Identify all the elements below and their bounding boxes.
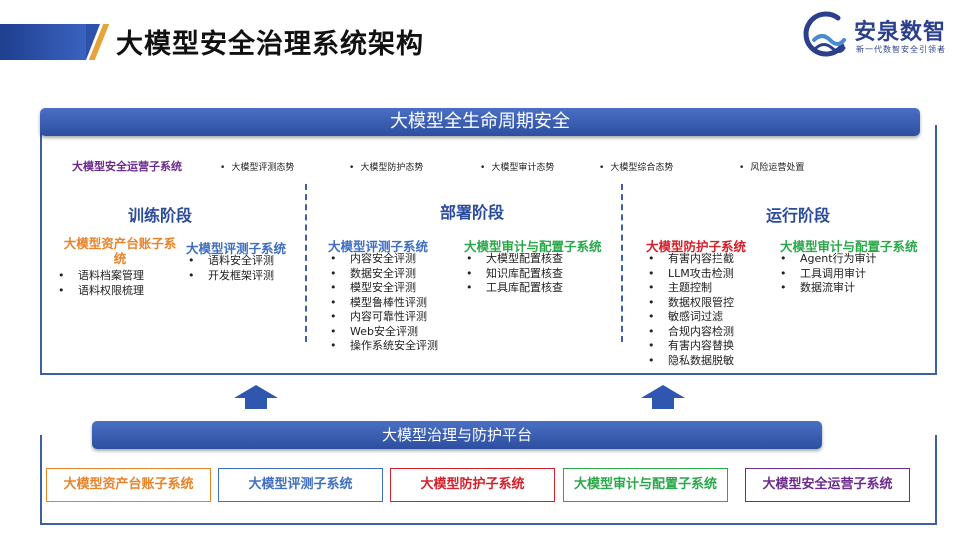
chip-eval-subsystem: 大模型评测子系统 — [218, 468, 383, 502]
list-item: 内容可靠性评测 — [328, 310, 438, 325]
run-protect-list: 有害内容拦截 LLM攻击检测 主题控制 数据权限管控 敏感词过滤 合规内容检测 … — [646, 252, 734, 368]
up-arrow-icon — [234, 385, 278, 409]
list-item: 语料安全评测 — [186, 254, 274, 269]
list-item: 数据流审计 — [778, 281, 877, 296]
lifecycle-frame — [40, 125, 937, 375]
list-item: 敏感词过滤 — [646, 310, 734, 325]
logo-name: 安泉数智 — [854, 20, 947, 45]
run-audit-title: 大模型审计与配置子系统 — [780, 239, 918, 254]
list-item: 数据安全评测 — [328, 267, 438, 282]
stage-run-title: 运行阶段 — [766, 206, 831, 225]
ops-item: 风险运营处置 — [739, 160, 804, 173]
list-item: 数据权限管控 — [646, 296, 734, 311]
deploy-audit-title: 大模型审计与配置子系统 — [464, 239, 602, 254]
ops-item: 大模型防护态势 — [349, 160, 423, 173]
list-item: 工具库配置核查 — [464, 281, 563, 296]
train-eval-list: 语料安全评测 开发框架评测 — [186, 254, 274, 283]
ops-item: 大模型评测态势 — [220, 160, 294, 173]
lifecycle-banner: 大模型全生命周期安全 — [40, 108, 920, 136]
train-eval-title: 大模型评测子系统 — [186, 241, 287, 256]
logo-slogan: 新一代数智安全引领者 — [856, 45, 946, 54]
run-audit-list: Agent行为审计 工具调用审计 数据流审计 — [778, 252, 877, 296]
ops-item: 大模型综合态势 — [599, 160, 673, 173]
list-item: 主题控制 — [646, 281, 734, 296]
up-arrow-icon — [641, 385, 685, 409]
list-item: 工具调用审计 — [778, 267, 877, 282]
platform-banner: 大模型治理与防护平台 — [92, 421, 822, 449]
list-item: Web安全评测 — [328, 325, 438, 340]
list-item: 知识库配置核查 — [464, 267, 563, 282]
list-item: 隐私数据脱敏 — [646, 354, 734, 369]
list-item: 有害内容替换 — [646, 339, 734, 354]
run-protect-title: 大模型防护子系统 — [646, 239, 747, 254]
train-asset-list: 语料档案管理 语料权限梳理 — [56, 269, 144, 298]
list-item: 语料权限梳理 — [56, 284, 144, 299]
ops-item: 大模型审计态势 — [480, 160, 554, 173]
train-asset-title: 大模型资产台账子系统 — [63, 236, 177, 266]
logo: 安泉数智 新一代数智安全引领者 — [800, 10, 952, 60]
list-item: 操作系统安全评测 — [328, 339, 438, 354]
list-item: 模型安全评测 — [328, 281, 438, 296]
deploy-eval-title: 大模型评测子系统 — [328, 239, 429, 254]
stage-deploy-title: 部署阶段 — [440, 203, 505, 222]
list-item: 合规内容检测 — [646, 325, 734, 340]
list-item: 开发框架评测 — [186, 269, 274, 284]
header-band — [0, 24, 86, 60]
platform-frame — [40, 435, 937, 525]
stage-train-title: 训练阶段 — [128, 206, 193, 225]
ops-subsystem-title: 大模型安全运营子系统 — [72, 160, 182, 173]
stage-divider — [621, 184, 623, 342]
list-item: 模型鲁棒性评测 — [328, 296, 438, 311]
list-item: 有害内容拦截 — [646, 252, 734, 267]
list-item: LLM攻击检测 — [646, 267, 734, 282]
page-title: 大模型安全治理系统架构 — [116, 29, 424, 60]
list-item: Agent行为审计 — [778, 252, 877, 267]
chip-audit-subsystem: 大模型审计与配置子系统 — [563, 468, 728, 502]
chip-protect-subsystem: 大模型防护子系统 — [390, 468, 555, 502]
chip-asset-subsystem: 大模型资产台账子系统 — [46, 468, 211, 502]
chip-ops-subsystem: 大模型安全运营子系统 — [745, 468, 910, 502]
list-item: 语料档案管理 — [56, 269, 144, 284]
deploy-eval-list: 内容安全评测 数据安全评测 模型安全评测 模型鲁棒性评测 内容可靠性评测 Web… — [328, 252, 438, 354]
list-item: 大模型配置核查 — [464, 252, 563, 267]
wave-logo-icon — [803, 11, 846, 57]
deploy-audit-list: 大模型配置核查 知识库配置核查 工具库配置核查 — [464, 252, 563, 296]
list-item: 内容安全评测 — [328, 252, 438, 267]
stage-divider — [305, 184, 307, 342]
